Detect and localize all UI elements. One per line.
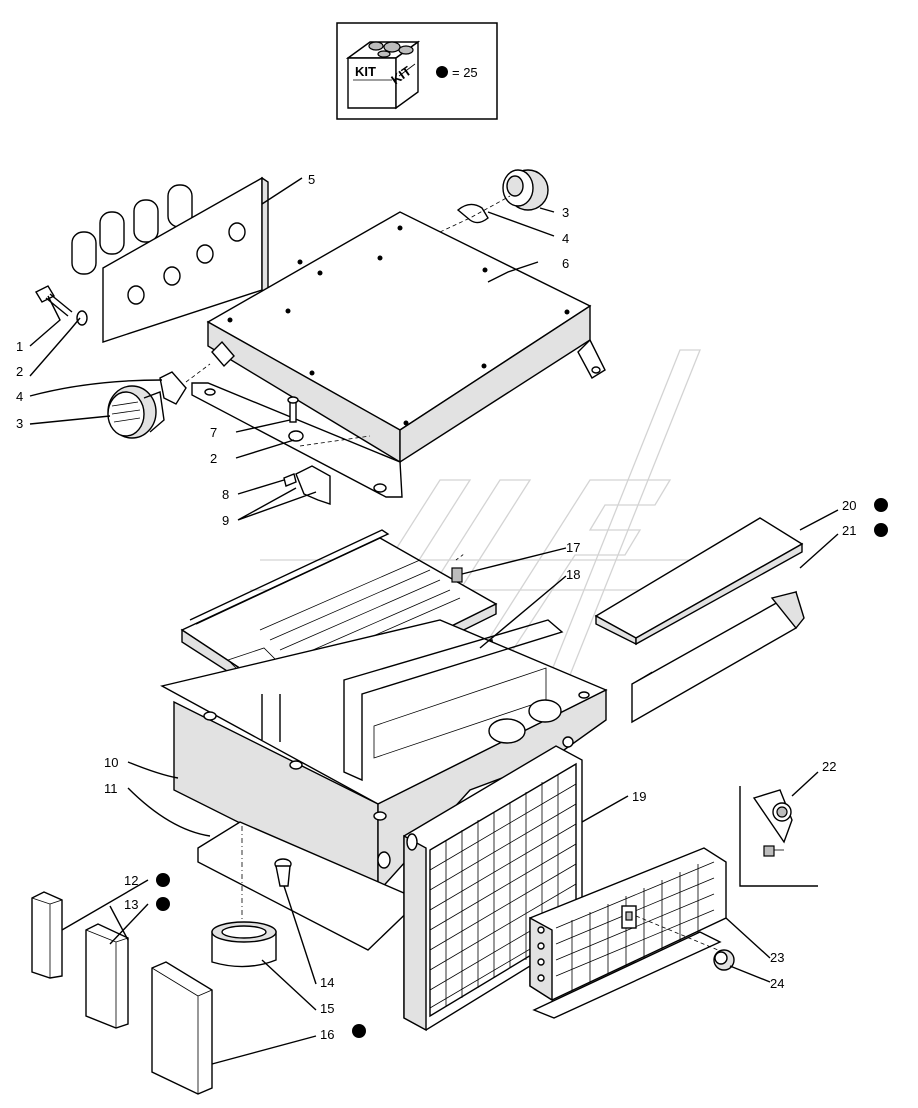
kit-dot-16 <box>352 1024 366 1038</box>
callout-14: 14 <box>320 975 334 990</box>
part-9-bracket <box>295 465 331 505</box>
part-2-washer-middle <box>288 430 304 442</box>
part-3-grommet-top <box>502 169 549 211</box>
kit-marker-dots <box>156 498 888 1038</box>
kit-legend-box: KIT KIT = 25 <box>336 22 498 120</box>
part-4-clip-top <box>456 203 489 224</box>
callout-2a: 2 <box>16 364 23 379</box>
part-4-clip-left <box>159 371 187 405</box>
callout-12: 12 <box>124 873 138 888</box>
part-12-filter-pad <box>31 891 63 979</box>
assembly-line-left <box>185 363 211 383</box>
assembly-line-latch <box>635 915 719 951</box>
leader-lines <box>29 177 839 1065</box>
callout-3b: 3 <box>562 205 569 220</box>
kit-dot-21 <box>874 523 888 537</box>
part-15-cup <box>211 921 277 968</box>
callout-3a: 3 <box>16 416 23 431</box>
callout-16: 16 <box>320 1027 334 1042</box>
callout-5: 5 <box>308 172 315 187</box>
callout-13: 13 <box>124 897 138 912</box>
part-21-foam-strip <box>631 590 805 724</box>
part-8-screw <box>283 473 297 487</box>
callout-4a: 4 <box>16 389 23 404</box>
callout-11: 11 <box>104 781 118 796</box>
part-11-bottom-plate <box>197 821 422 951</box>
part-2-washer <box>76 310 88 326</box>
callout-21: 21 <box>842 523 856 538</box>
kit-badge-left: KIT <box>355 64 376 79</box>
kit-dot-20 <box>874 498 888 512</box>
part-9-nut-cover <box>211 340 235 368</box>
callout-24: 24 <box>770 976 784 991</box>
callout-2b: 2 <box>210 451 217 466</box>
part-7-bolt <box>287 396 299 423</box>
callout-20: 20 <box>842 498 856 513</box>
part-1-screw <box>35 285 73 317</box>
callout-8: 8 <box>222 487 229 502</box>
kit-legend-dot <box>436 66 448 78</box>
part-10-base-housing <box>160 619 608 894</box>
part-16-filter-pad <box>151 961 213 1095</box>
callout-22: 22 <box>822 759 836 774</box>
callout-23: 23 <box>770 950 784 965</box>
callout-15: 15 <box>320 1001 334 1016</box>
callout-6: 6 <box>562 256 569 271</box>
callout-9: 9 <box>222 513 229 528</box>
kit-legend-text: = 25 <box>452 65 478 80</box>
part-23-filter-grid <box>529 847 727 1019</box>
callout-17: 17 <box>566 540 580 555</box>
assembly-line-top <box>439 195 511 233</box>
callout-18: 18 <box>566 567 580 582</box>
kit-box-icon: KIT KIT <box>345 40 421 110</box>
part-13-filter-pad <box>85 923 129 1029</box>
part-20-foam-strip <box>594 517 804 646</box>
part-14-plug <box>274 858 292 887</box>
part-24-knob <box>713 949 735 971</box>
callout-19: 19 <box>632 789 646 804</box>
callout-1: 1 <box>16 339 23 354</box>
part-5-switch-panel <box>71 176 269 343</box>
kit-dot-12 <box>156 873 170 887</box>
part-22-detail-inset <box>739 786 818 887</box>
kit-dot-13 <box>156 897 170 911</box>
callout-10: 10 <box>104 755 118 770</box>
blue-marker <box>455 553 465 561</box>
callout-7: 7 <box>210 425 217 440</box>
part-3-grommet-left <box>107 385 165 439</box>
callout-labels: 1 2 3 4 5 6 4 3 7 2 8 9 17 18 20 21 10 1… <box>16 172 856 1042</box>
assembly-line-mid <box>299 435 371 447</box>
callout-4b: 4 <box>562 231 569 246</box>
